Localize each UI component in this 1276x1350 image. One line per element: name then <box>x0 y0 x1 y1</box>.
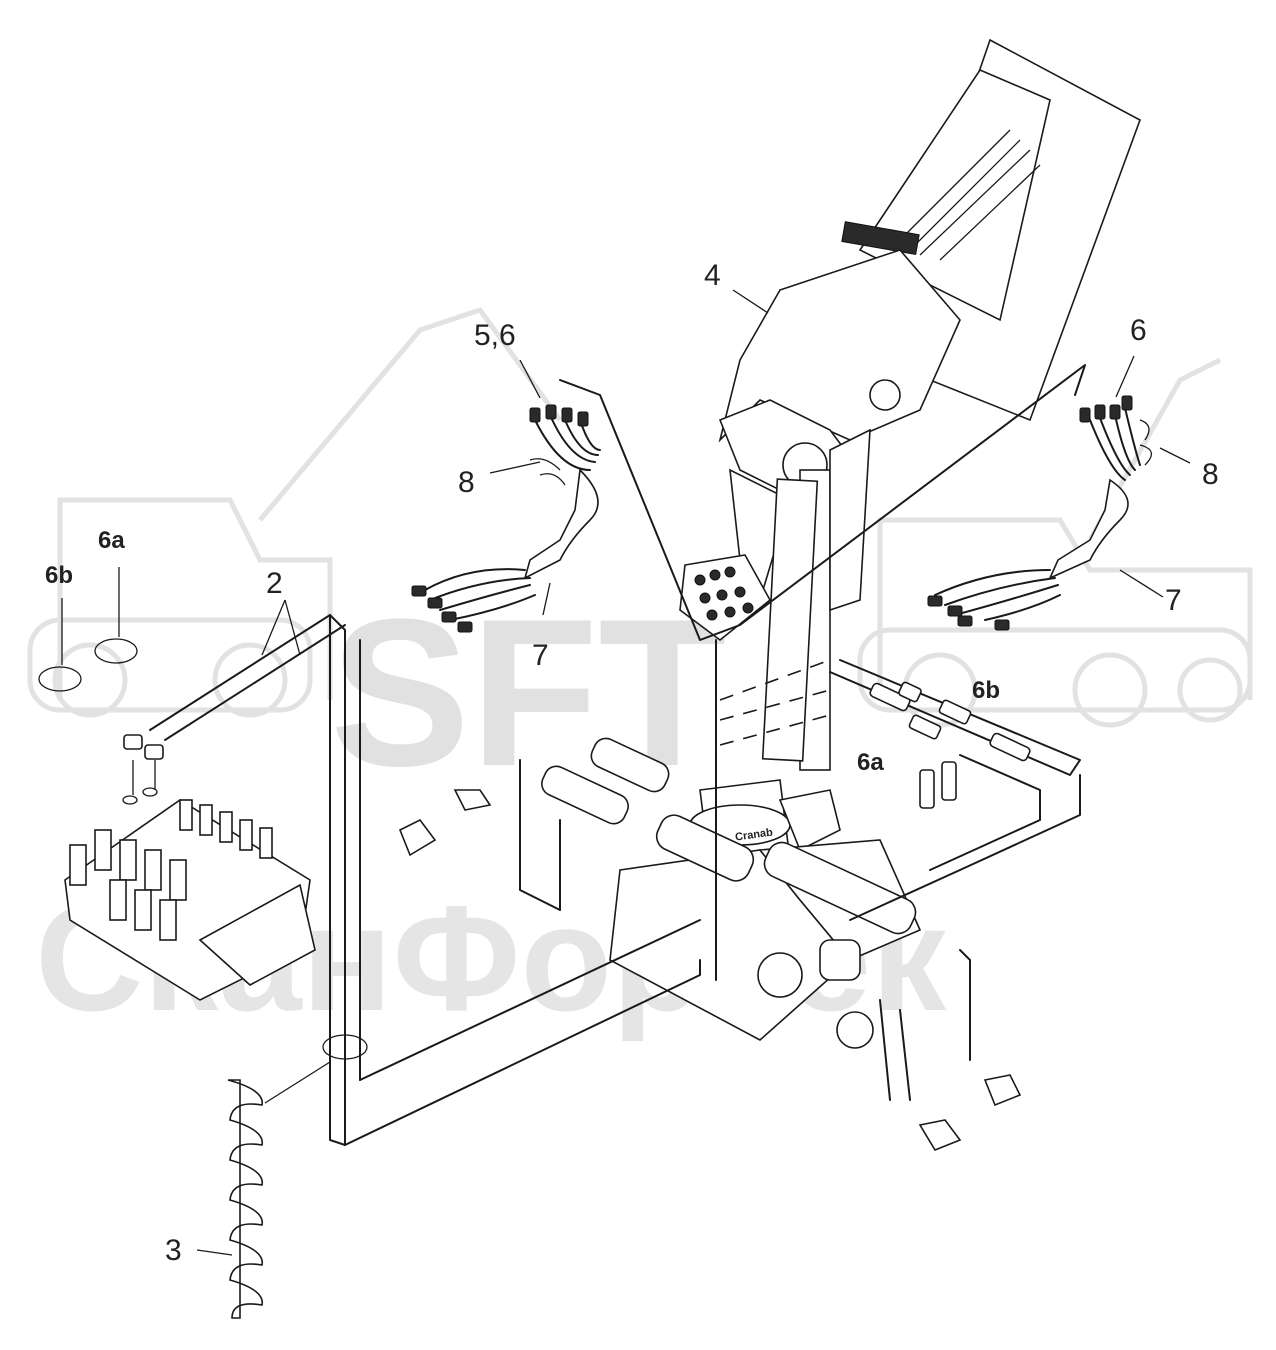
callout-7-right: 7 <box>1165 584 1182 617</box>
hose-bundle-right <box>927 395 1152 631</box>
callout-6b-left: 6b <box>45 562 73 589</box>
callout-8-left: 8 <box>458 466 475 499</box>
watermark-excavator-right <box>857 357 1253 728</box>
watermark-excavator-left <box>27 307 563 718</box>
seal-ring-6b <box>38 666 82 692</box>
callout-3: 3 <box>165 1234 182 1267</box>
callouts: 2 3 4 5,6 6 8 8 7 7 6a 6b 6a 6b <box>45 259 1219 1267</box>
slew-base: Cranab <box>541 737 922 1049</box>
seal-rings <box>38 638 368 1060</box>
valve-spools <box>69 799 273 941</box>
callout-5-6: 5,6 <box>474 319 516 352</box>
control-valve-block <box>64 787 316 1001</box>
hose-2 <box>123 614 346 795</box>
fittings-6a-6b <box>869 681 1031 809</box>
manifold-plate <box>679 554 772 642</box>
base-brand-marking: Cranab <box>734 826 773 843</box>
callout-6b-mid: 6b <box>972 677 1000 704</box>
callout-6: 6 <box>1130 314 1147 347</box>
callout-6a-mid: 6a <box>857 749 884 776</box>
elbow-fittings <box>398 789 1022 1151</box>
boom-assembly <box>679 38 1141 771</box>
hose-bundle-left <box>411 404 601 633</box>
leader-lines <box>61 289 1191 1256</box>
seal-ring-6a <box>94 638 138 664</box>
callout-4: 4 <box>704 259 721 292</box>
callout-6a-left: 6a <box>98 527 125 554</box>
callout-8-right: 8 <box>1202 458 1219 491</box>
seal-ring-hose-clamp <box>322 1034 368 1060</box>
spiral-guard-3 <box>227 1079 263 1319</box>
callout-7-left: 7 <box>532 639 549 672</box>
callout-2: 2 <box>266 567 283 600</box>
